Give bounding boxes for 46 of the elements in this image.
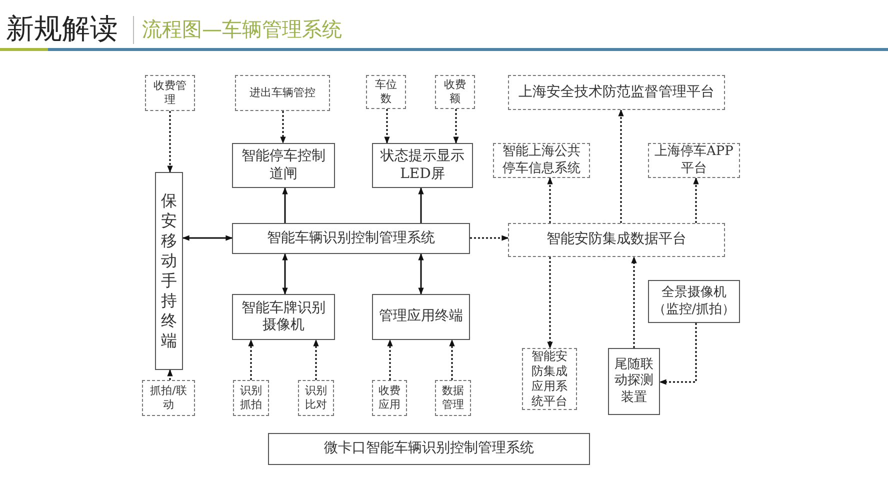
dotted-arrow (248, 339, 254, 380)
process-box: 保安移动手持终端 (155, 172, 183, 370)
diagram-title: 流程图—车辆管理系统 (142, 16, 342, 43)
dotted-arrow (618, 109, 624, 223)
dashed-box: 车位数 (366, 75, 406, 109)
dotted-arrow (167, 111, 173, 173)
dotted-arrow (659, 323, 697, 385)
dashed-box: 收费额 (435, 75, 475, 109)
process-box: 全景摄像机（监控/抓拍） (648, 280, 740, 323)
dotted-arrow (280, 111, 286, 144)
dashed-box: 识别抓拍 (233, 380, 269, 416)
dotted-arrow (453, 109, 459, 144)
dotted-arrow (547, 177, 553, 223)
dashed-box: 收费管理 (145, 75, 195, 111)
arrow (282, 187, 288, 223)
dotted-arrow (547, 257, 553, 349)
dotted-arrow (387, 339, 393, 380)
dashed-box: 收费应用 (372, 380, 407, 416)
process-box: 微卡口智能车辆识别控制管理系统 (268, 433, 590, 465)
process-box: 尾随联动探测装置 (608, 348, 660, 415)
dashed-box: 上海停车APP平台 (648, 143, 740, 178)
dashed-box: 识别比对 (298, 380, 334, 416)
dotted-arrow (167, 369, 173, 380)
dashed-box: 智能安防集成应用系统平台 (522, 348, 577, 410)
dashed-box: 上海安全技术防范监督管理平台 (508, 75, 725, 110)
process-box: 智能停车控制道闸 (232, 143, 335, 188)
dashed-box: 智能上海公共停车信息系统 (493, 143, 590, 178)
dashed-box: 智能安防集成数据平台 (508, 223, 725, 257)
section-heading: 新规解读 (6, 11, 118, 47)
dotted-arrow (384, 109, 390, 144)
arrow (418, 253, 424, 295)
dashed-box: 数据管理 (435, 380, 471, 416)
arrow (282, 253, 288, 295)
arrow (182, 235, 233, 241)
dashed-box: 抓拍/联动 (142, 380, 195, 416)
dotted-arrow (313, 339, 319, 380)
dashed-box: 进出车辆管控 (235, 75, 330, 111)
process-box: 状态提示显示LED屏 (372, 143, 473, 188)
dotted-arrow (470, 235, 509, 241)
arrow (418, 187, 424, 223)
dotted-arrow (693, 177, 699, 223)
process-box: 智能车辆识别控制管理系统 (232, 223, 470, 254)
dotted-arrow (631, 256, 637, 348)
process-box: 智能车牌识别摄像机 (232, 294, 335, 340)
process-box: 管理应用终端 (372, 294, 470, 340)
dotted-arrow (449, 339, 455, 380)
